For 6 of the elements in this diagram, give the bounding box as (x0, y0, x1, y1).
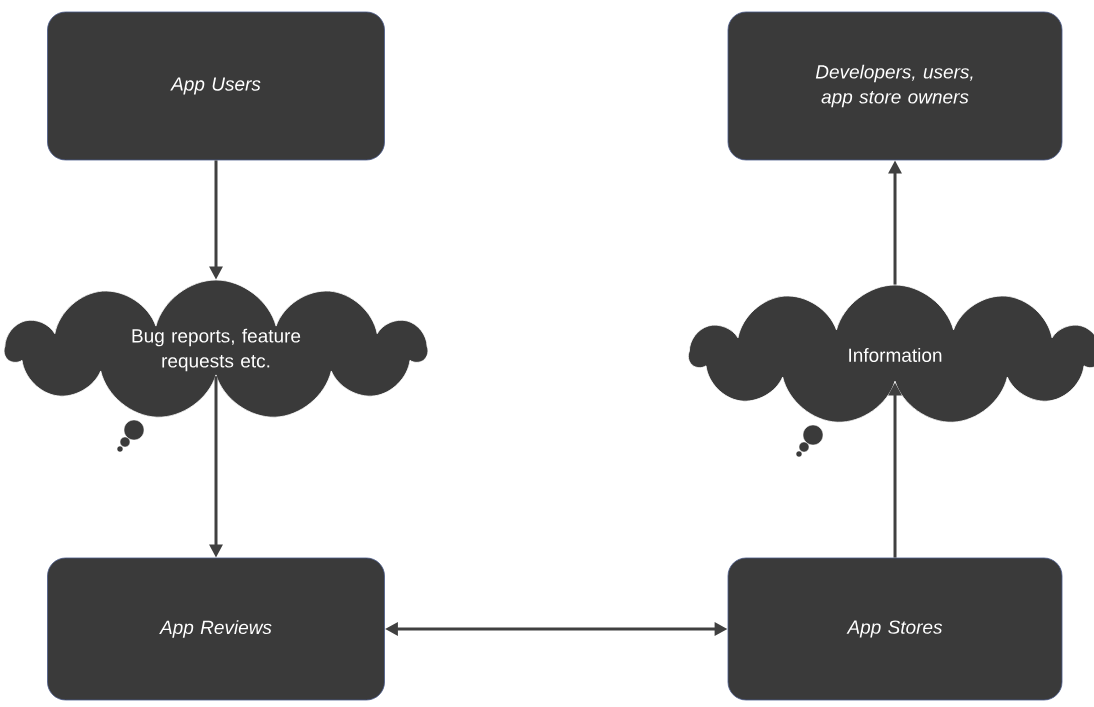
rounded-box: App Stores (727, 557, 1063, 701)
rounded-box: App Reviews (47, 557, 385, 701)
thought-cloud: Information (687, 284, 1094, 458)
thought-cloud: Bug reports, feature requests etc. (3, 279, 429, 453)
rounded-box: App Users (47, 11, 385, 161)
rounded-box: Developers, users, app store owners (727, 11, 1063, 161)
